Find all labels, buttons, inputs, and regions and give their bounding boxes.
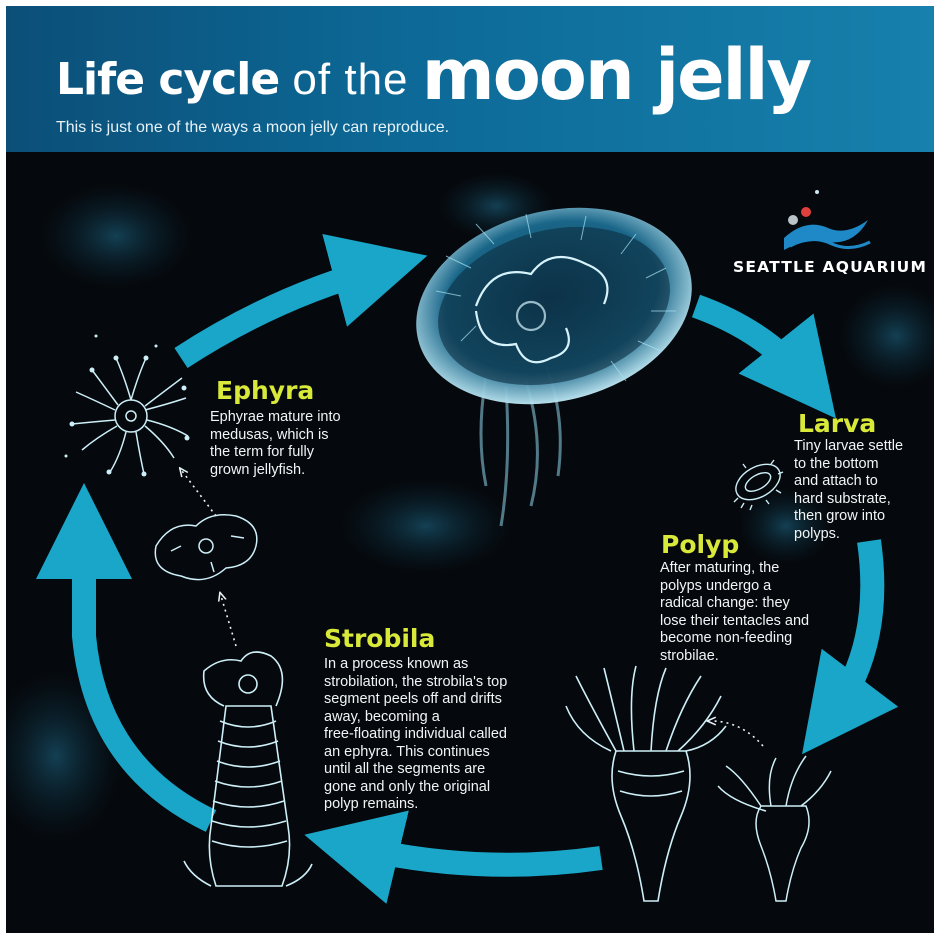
stage-title-polyp: Polyp <box>661 532 739 557</box>
infographic: Life cycle of the moon jelly This is jus… <box>6 6 934 933</box>
desc-line: until all the segments are <box>324 761 569 779</box>
stage-title-ephyra: Ephyra <box>216 378 314 403</box>
stage-desc-larva: Tiny larvae settle to the bottom and att… <box>794 438 934 543</box>
stage-desc-polyp: After maturing, the polyps undergo a rad… <box>660 560 860 665</box>
desc-line: away, becoming a <box>324 709 569 727</box>
logo-text: SEATTLE AQUARIUM <box>733 258 927 276</box>
medusa-jellyfish-icon <box>395 180 713 526</box>
desc-line: to the bottom <box>794 456 934 474</box>
desc-line: then grow into <box>794 508 934 526</box>
arrow-to-strobila <box>351 846 601 865</box>
title-part3: moon jelly <box>422 34 810 116</box>
desc-line: and attach to <box>794 473 934 491</box>
desc-line: After maturing, the <box>660 560 860 578</box>
desc-line: Ephyrae mature into <box>210 409 410 427</box>
desc-line: strobilae. <box>660 648 860 666</box>
desc-line: segment peels off and drifts <box>324 691 569 709</box>
header-banner: Life cycle of the moon jelly This is jus… <box>6 6 934 152</box>
polyp-small-icon <box>718 756 831 901</box>
desc-line: Tiny larvae settle <box>794 438 934 456</box>
stage-desc-strobila: In a process known as strobilation, the … <box>324 656 569 814</box>
page-subtitle: This is just one of the ways a moon jell… <box>56 119 449 137</box>
desc-line: an ephyra. This continues <box>324 744 569 762</box>
desc-line: free-floating individual called <box>324 726 569 744</box>
desc-line: strobilation, the strobila's top <box>324 674 569 692</box>
title-part1: Life cycle <box>56 54 279 105</box>
desc-line: polyps undergo a <box>660 578 860 596</box>
title-part2: of the <box>279 55 422 104</box>
desc-line: hard substrate, <box>794 491 934 509</box>
arrow-to-larva <box>696 306 806 381</box>
desc-line: medusas, which is <box>210 427 410 445</box>
desc-line: the term for fully <box>210 444 410 462</box>
desc-line: radical change: they <box>660 595 860 613</box>
desc-line: become non-feeding <box>660 630 860 648</box>
stage-title-strobila: Strobila <box>324 626 435 651</box>
desc-line: gone and only the original <box>324 779 569 797</box>
desc-line: In a process known as <box>324 656 569 674</box>
strobila-icon <box>184 652 312 886</box>
desc-line: polyps. <box>794 526 934 544</box>
desc-line: grown jellyfish. <box>210 462 410 480</box>
wave-logo-icon <box>784 190 870 250</box>
ephyra-icon <box>65 335 190 477</box>
juvenile-ephyra-icon <box>155 515 257 580</box>
page-title: Life cycle of the moon jelly <box>56 40 810 110</box>
stage-desc-ephyra: Ephyrae mature into medusas, which is th… <box>210 409 410 479</box>
desc-line: polyp remains. <box>324 796 569 814</box>
arrow-to-medusa <box>181 268 381 358</box>
stage-title-larva: Larva <box>798 411 876 436</box>
desc-line: lose their tentacles and <box>660 613 860 631</box>
